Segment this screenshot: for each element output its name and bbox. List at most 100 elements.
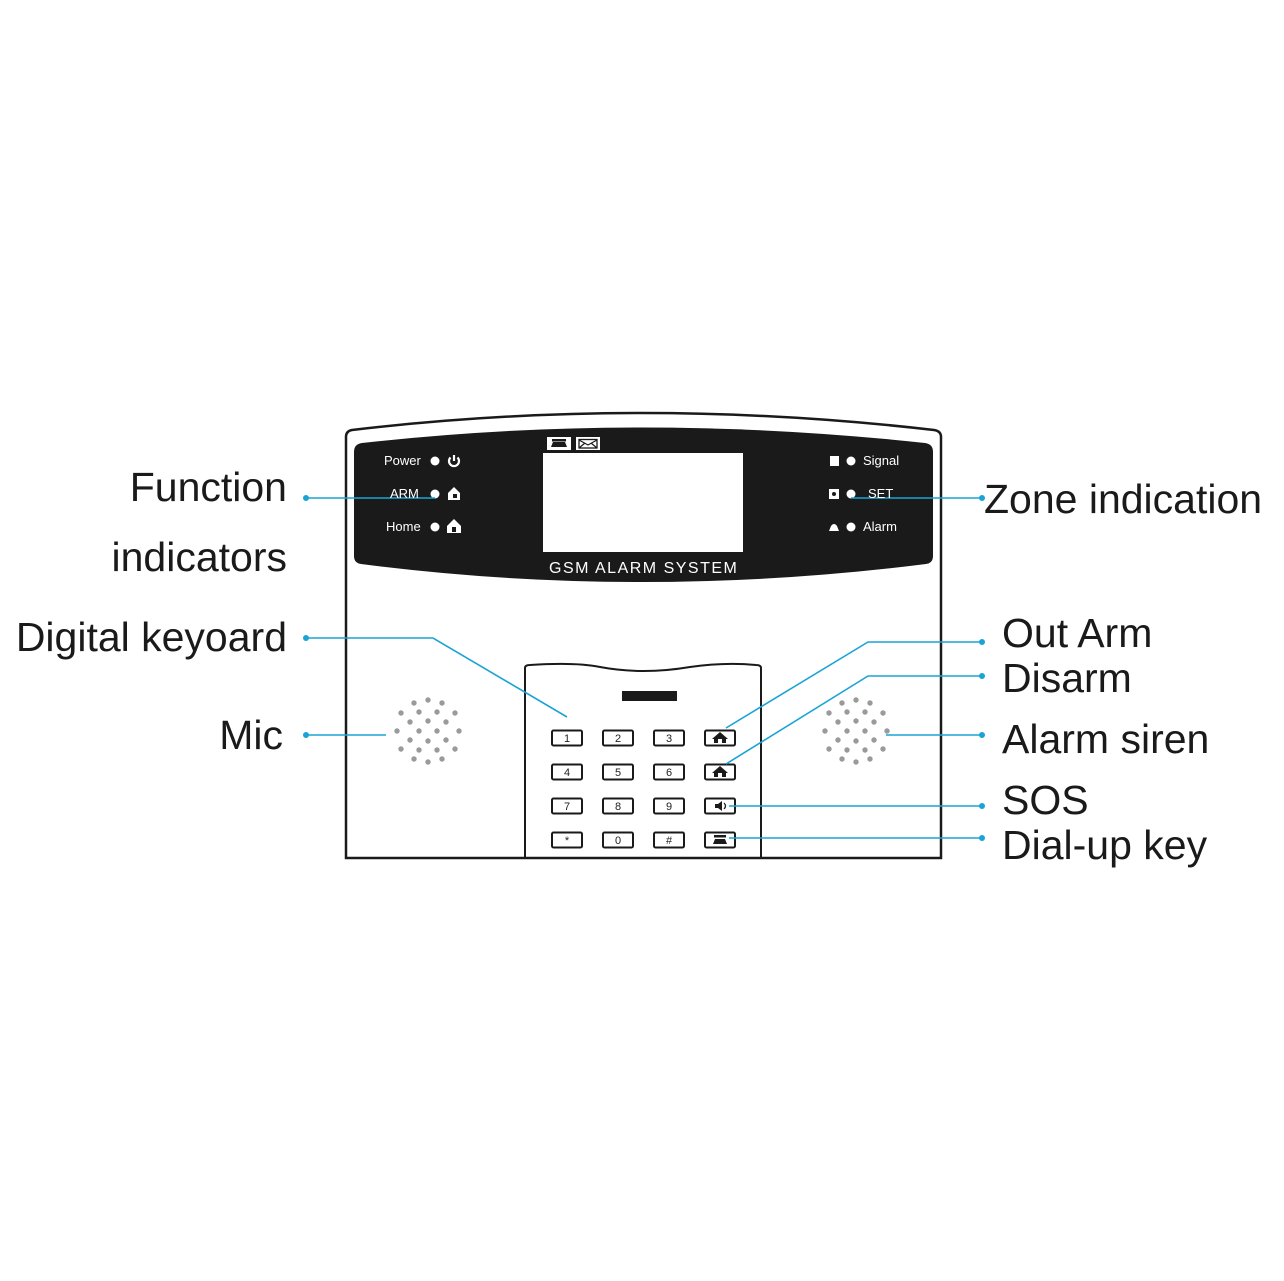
keypad-slot xyxy=(622,691,677,701)
grille-hole xyxy=(411,756,417,762)
grille-hole xyxy=(398,746,404,752)
key-label: 3 xyxy=(666,733,672,745)
arm-house-lock-icon xyxy=(448,487,460,500)
leader-lines xyxy=(303,495,985,841)
home-icon xyxy=(447,519,461,533)
grille-hole xyxy=(452,746,458,752)
callout-function-indicators-line2: indicators xyxy=(111,534,287,580)
callout-dial-up-key: Dial-up key xyxy=(1002,822,1208,868)
key-label: 5 xyxy=(615,767,621,779)
leader-dial-up-key xyxy=(729,835,985,841)
led-home xyxy=(430,522,440,532)
indicator-label-signal: Signal xyxy=(863,453,900,468)
key-label: # xyxy=(666,835,673,847)
key-label: 2 xyxy=(615,733,621,745)
keypad-keys: 1 2 3 4 5 6 7 8 9 * 0 # xyxy=(551,729,736,849)
grille-hole xyxy=(439,700,445,706)
grille-hole xyxy=(862,747,868,753)
key-label: 1 xyxy=(564,733,570,745)
indicator-label-alarm: Alarm xyxy=(863,519,897,534)
key-star[interactable]: * xyxy=(551,831,583,849)
siren-grille xyxy=(822,697,890,765)
grille-hole xyxy=(439,756,445,762)
leader-disarm xyxy=(725,673,985,765)
grille-hole xyxy=(434,709,440,715)
set-icon xyxy=(829,489,839,499)
grille-hole xyxy=(867,700,873,706)
leader-alarm-siren xyxy=(886,732,985,738)
grille-hole xyxy=(835,737,841,743)
key-2[interactable]: 2 xyxy=(602,729,634,747)
grille-hole xyxy=(416,747,422,753)
callout-disarm: Disarm xyxy=(1002,655,1132,701)
grille-hole xyxy=(844,747,850,753)
grille-hole xyxy=(862,709,868,715)
lcd-screen xyxy=(543,453,743,552)
grille-hole xyxy=(844,728,850,734)
grille-hole xyxy=(411,700,417,706)
grille-hole xyxy=(839,756,845,762)
signal-square-icon xyxy=(830,456,839,466)
dial-up-key-icon[interactable] xyxy=(704,831,736,849)
key-4[interactable]: 4 xyxy=(551,763,583,781)
led-alarm xyxy=(846,522,856,532)
grille-hole xyxy=(853,759,859,765)
grille-hole xyxy=(425,718,431,724)
led-arm xyxy=(430,489,440,499)
key-3[interactable]: 3 xyxy=(653,729,685,747)
key-label: 9 xyxy=(666,801,672,813)
grille-hole xyxy=(425,738,431,744)
grille-hole xyxy=(407,719,413,725)
power-icon xyxy=(447,455,461,468)
leader-function-indicators xyxy=(303,495,435,501)
key-label: 4 xyxy=(564,767,570,779)
callout-out-arm: Out Arm xyxy=(1002,610,1153,656)
indicator-label-power: Power xyxy=(384,453,421,468)
led-power xyxy=(430,456,440,466)
key-9[interactable]: 9 xyxy=(653,797,685,815)
indicator-label-arm: ARM xyxy=(390,486,419,501)
key-0[interactable]: 0 xyxy=(602,831,634,849)
grille-hole xyxy=(398,710,404,716)
grille-hole xyxy=(416,709,422,715)
grille-hole xyxy=(867,756,873,762)
callout-zone-indication: Zone indication xyxy=(984,476,1263,522)
key-5[interactable]: 5 xyxy=(602,763,634,781)
grille-hole xyxy=(434,747,440,753)
grille-hole xyxy=(853,738,859,744)
sos-key-icon[interactable] xyxy=(704,797,736,815)
envelope-icon xyxy=(576,437,600,450)
brand-text: GSM ALARM SYSTEM xyxy=(549,560,739,577)
grille-hole xyxy=(443,737,449,743)
grille-hole xyxy=(394,728,400,734)
indicator-label-home: Home xyxy=(386,519,421,534)
leader-zone-indication xyxy=(851,495,985,501)
key-8[interactable]: 8 xyxy=(602,797,634,815)
keypad-housing xyxy=(524,662,762,858)
callout-mic: Mic xyxy=(219,712,283,758)
key-6[interactable]: 6 xyxy=(653,763,685,781)
callout-alarm-siren: Alarm siren xyxy=(1002,716,1210,762)
callout-sos: SOS xyxy=(1002,777,1089,823)
key-7[interactable]: 7 xyxy=(551,797,583,815)
grille-hole xyxy=(880,710,886,716)
key-1[interactable]: 1 xyxy=(551,729,583,747)
grille-hole xyxy=(871,737,877,743)
grille-hole xyxy=(434,728,440,734)
grille-hole xyxy=(853,697,859,703)
grille-hole xyxy=(826,746,832,752)
grille-hole xyxy=(853,718,859,724)
out-arm-key-icon[interactable] xyxy=(704,729,736,747)
grille-hole xyxy=(425,697,431,703)
grille-hole xyxy=(871,719,877,725)
grille-hole xyxy=(443,719,449,725)
grille-hole xyxy=(839,700,845,706)
callout-digital-keyboard: Digital keyoard xyxy=(15,614,287,660)
key-hash[interactable]: # xyxy=(653,831,685,849)
grille-hole xyxy=(452,710,458,716)
disarm-key-icon[interactable] xyxy=(704,763,736,781)
key-label: 6 xyxy=(666,767,672,779)
callout-function-indicators-line1: Function xyxy=(129,464,287,510)
key-label: 8 xyxy=(615,801,621,813)
